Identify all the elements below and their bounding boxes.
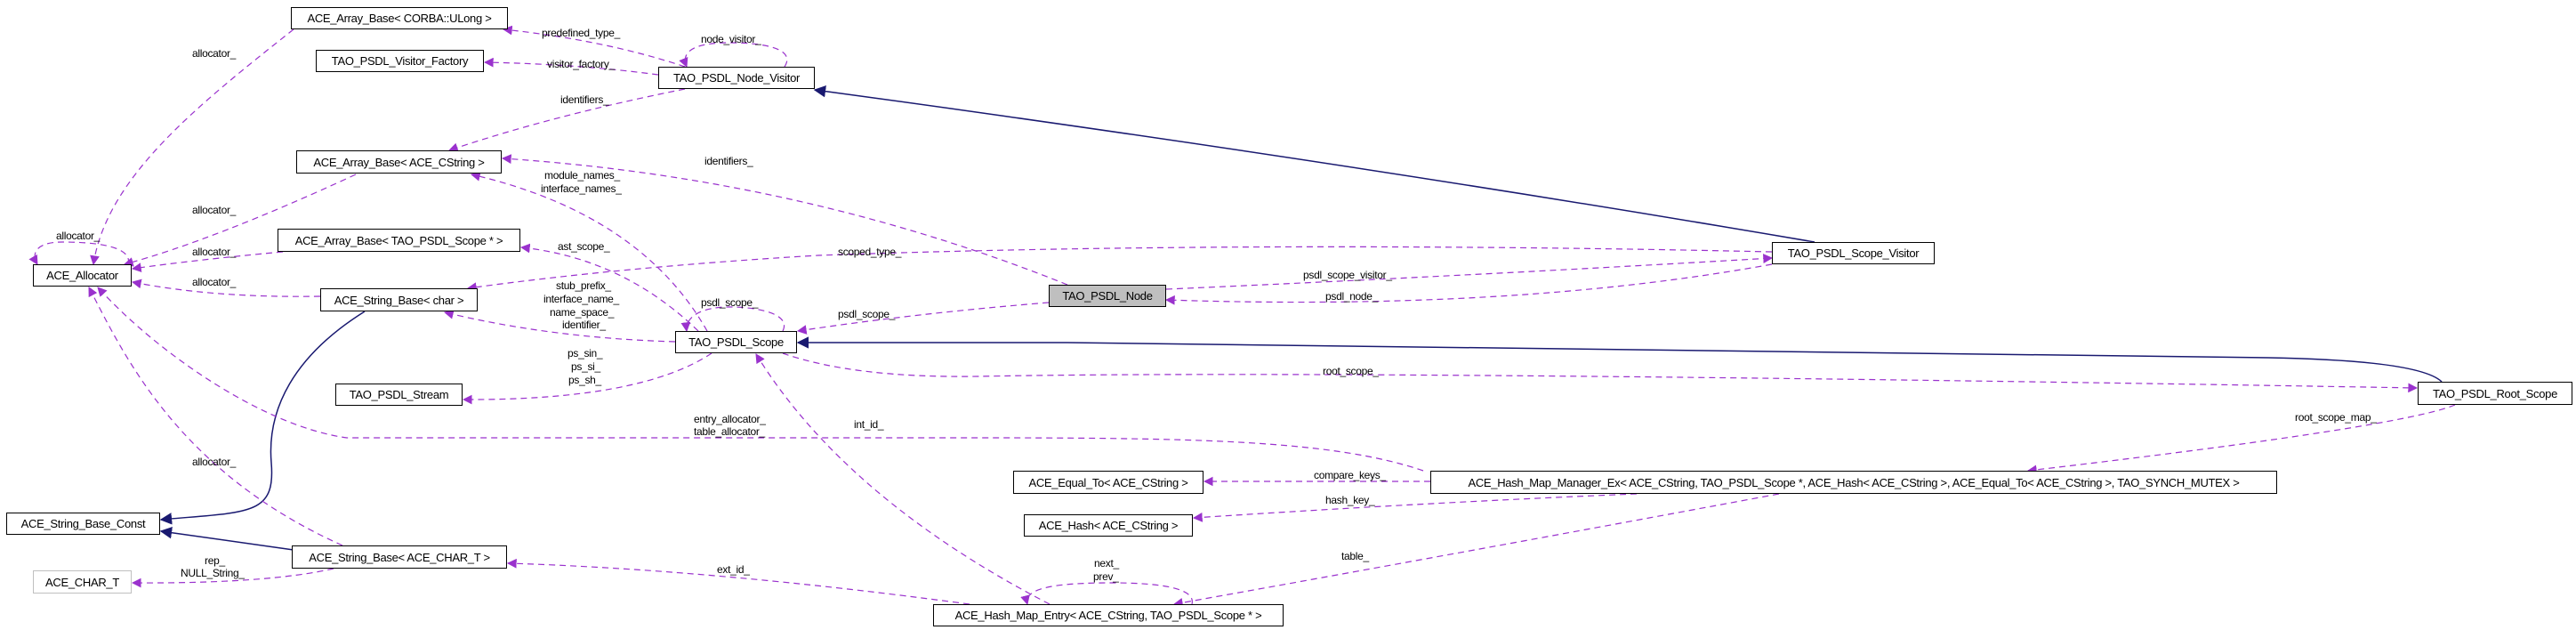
edge-label: scoped_type_ (838, 246, 902, 258)
edge-label: ps_sin_ (568, 347, 603, 359)
edge-label: table_ (1341, 550, 1370, 562)
node-string-base-ace-char-t[interactable]: ACE_String_Base< ACE_CHAR_T > (292, 545, 507, 569)
node-ace-char-t[interactable]: ACE_CHAR_T (33, 570, 132, 594)
edge-string-base-achar-inherits-const (159, 527, 294, 551)
edge-label: hash_key_ (1325, 494, 1375, 506)
edge-psdl-scope (796, 302, 1050, 335)
node-allocator[interactable]: ACE_Allocator (33, 264, 132, 287)
edge-string-base-char-inherits-const (159, 311, 366, 525)
edge-root-scope-inherits-scope (796, 336, 2443, 383)
edge-root-scope-map (2026, 404, 2456, 475)
edge-allocator-self (28, 241, 129, 265)
node-node-visitor[interactable]: TAO_PSDL_Node_Visitor (658, 67, 815, 89)
edge-scoped-type (466, 246, 1773, 293)
edge-label: table_allocator_ (694, 425, 766, 438)
edge-hash-key (1192, 493, 1638, 522)
edge-label: int_id_ (854, 418, 884, 431)
edge-label: identifiers_ (704, 155, 753, 167)
edge-label: module_names_ (544, 169, 620, 182)
edge-visitor-factory (483, 57, 659, 76)
edge-entry-self (1020, 582, 1193, 606)
edge-label: allocator_ (192, 456, 237, 468)
edge-label: identifiers_ (560, 93, 609, 106)
edge-module-interface-names (470, 171, 708, 332)
edge-label: root_scope_map_ (2295, 411, 2377, 424)
edge-label: interface_name_ (543, 293, 620, 305)
edge-allocator-ulong (90, 28, 294, 266)
edge-ps-streams (462, 352, 712, 405)
edge-string-fields (443, 310, 676, 343)
node-array-base-scope[interactable]: ACE_Array_Base< TAO_PSDL_Scope * > (278, 229, 520, 252)
edge-label: allocator_ (192, 246, 237, 258)
edge-allocator-string-achar (88, 287, 343, 546)
node-psdl-scope[interactable]: TAO_PSDL_Scope (675, 331, 797, 353)
edge-psdl-scope-visitor (1165, 254, 1774, 290)
edge-table (1172, 493, 1780, 608)
edge-label: visitor_factory_ (547, 58, 616, 70)
edge-node-visitor-self (679, 42, 788, 68)
node-string-base-const[interactable]: ACE_String_Base_Const (6, 513, 160, 535)
edge-label: psdl_scope_ (701, 296, 759, 309)
edge-label: node_visitor_ (701, 33, 761, 45)
edge-entry-table-allocator (97, 287, 1424, 472)
edge-label: allocator_ (192, 47, 237, 60)
edge-label: allocator_ (56, 230, 101, 242)
edge-label: prev_ (1093, 570, 1119, 583)
edge-label: rep_ (205, 554, 225, 567)
edge-label: ast_scope_ (558, 240, 610, 253)
edge-label: interface_names_ (541, 182, 622, 195)
edge-label: psdl_scope_ (838, 308, 896, 320)
edge-label: stub_prefix_ (556, 279, 611, 292)
edge-label: ps_si_ (571, 360, 601, 373)
edge-label: entry_allocator_ (694, 413, 766, 425)
node-visitor-factory[interactable]: TAO_PSDL_Visitor_Factory (316, 50, 484, 72)
node-psdl-stream[interactable]: TAO_PSDL_Stream (335, 384, 463, 406)
edge-label: name_space_ (550, 306, 615, 319)
node-hash-map-manager[interactable]: ACE_Hash_Map_Manager_Ex< ACE_CString, TA… (1430, 471, 2277, 494)
node-string-base-char[interactable]: ACE_String_Base< char > (320, 288, 478, 311)
edge-allocator-string-char (131, 279, 321, 297)
edge-allocator-cstring (123, 174, 357, 267)
node-scope-visitor[interactable]: TAO_PSDL_Scope_Visitor (1772, 242, 1935, 264)
edge-label: NULL_String_ (181, 567, 245, 579)
edge-label: allocator_ (192, 276, 237, 288)
edge-label: psdl_node_ (1325, 290, 1379, 303)
node-hash[interactable]: ACE_Hash< ACE_CString > (1024, 514, 1193, 537)
node-hash-map-entry[interactable]: ACE_Hash_Map_Entry< ACE_CString, TAO_PSD… (933, 604, 1284, 626)
edge-label: compare_keys_ (1314, 469, 1386, 481)
node-equal-to[interactable]: ACE_Equal_To< ACE_CString > (1013, 471, 1203, 494)
node-root-scope[interactable]: TAO_PSDL_Root_Scope (2418, 382, 2572, 405)
node-array-base-cstring[interactable]: ACE_Array_Base< ACE_CString > (296, 150, 502, 174)
edge-label: predefined_type_ (542, 27, 621, 39)
edge-ast-scope (519, 243, 699, 332)
edge-psdl-node (1164, 263, 1773, 305)
edge-int-id (755, 353, 1051, 605)
edge-label: root_scope_ (1323, 365, 1379, 377)
edge-predefined-type (502, 25, 686, 68)
edge-label: identifier_ (562, 319, 606, 331)
edge-scope-visitor-inherits-node-visitor (813, 85, 1815, 243)
edge-label: psdl_scope_visitor_ (1303, 269, 1392, 281)
node-psdl-node[interactable]: TAO_PSDL_Node (1049, 285, 1166, 307)
edge-ext-id (506, 558, 970, 605)
edge-scope-self (680, 306, 785, 333)
edge-label: ext_id_ (717, 563, 750, 576)
edge-label: allocator_ (192, 204, 237, 216)
edge-label: next_ (1094, 557, 1119, 569)
edge-root-scope (782, 352, 2419, 393)
edge-identifiers-node-visitor (447, 88, 686, 152)
node-array-base-ulong[interactable]: ACE_Array_Base< CORBA::ULong > (291, 7, 508, 29)
edge-label: ps_sh_ (568, 374, 602, 386)
